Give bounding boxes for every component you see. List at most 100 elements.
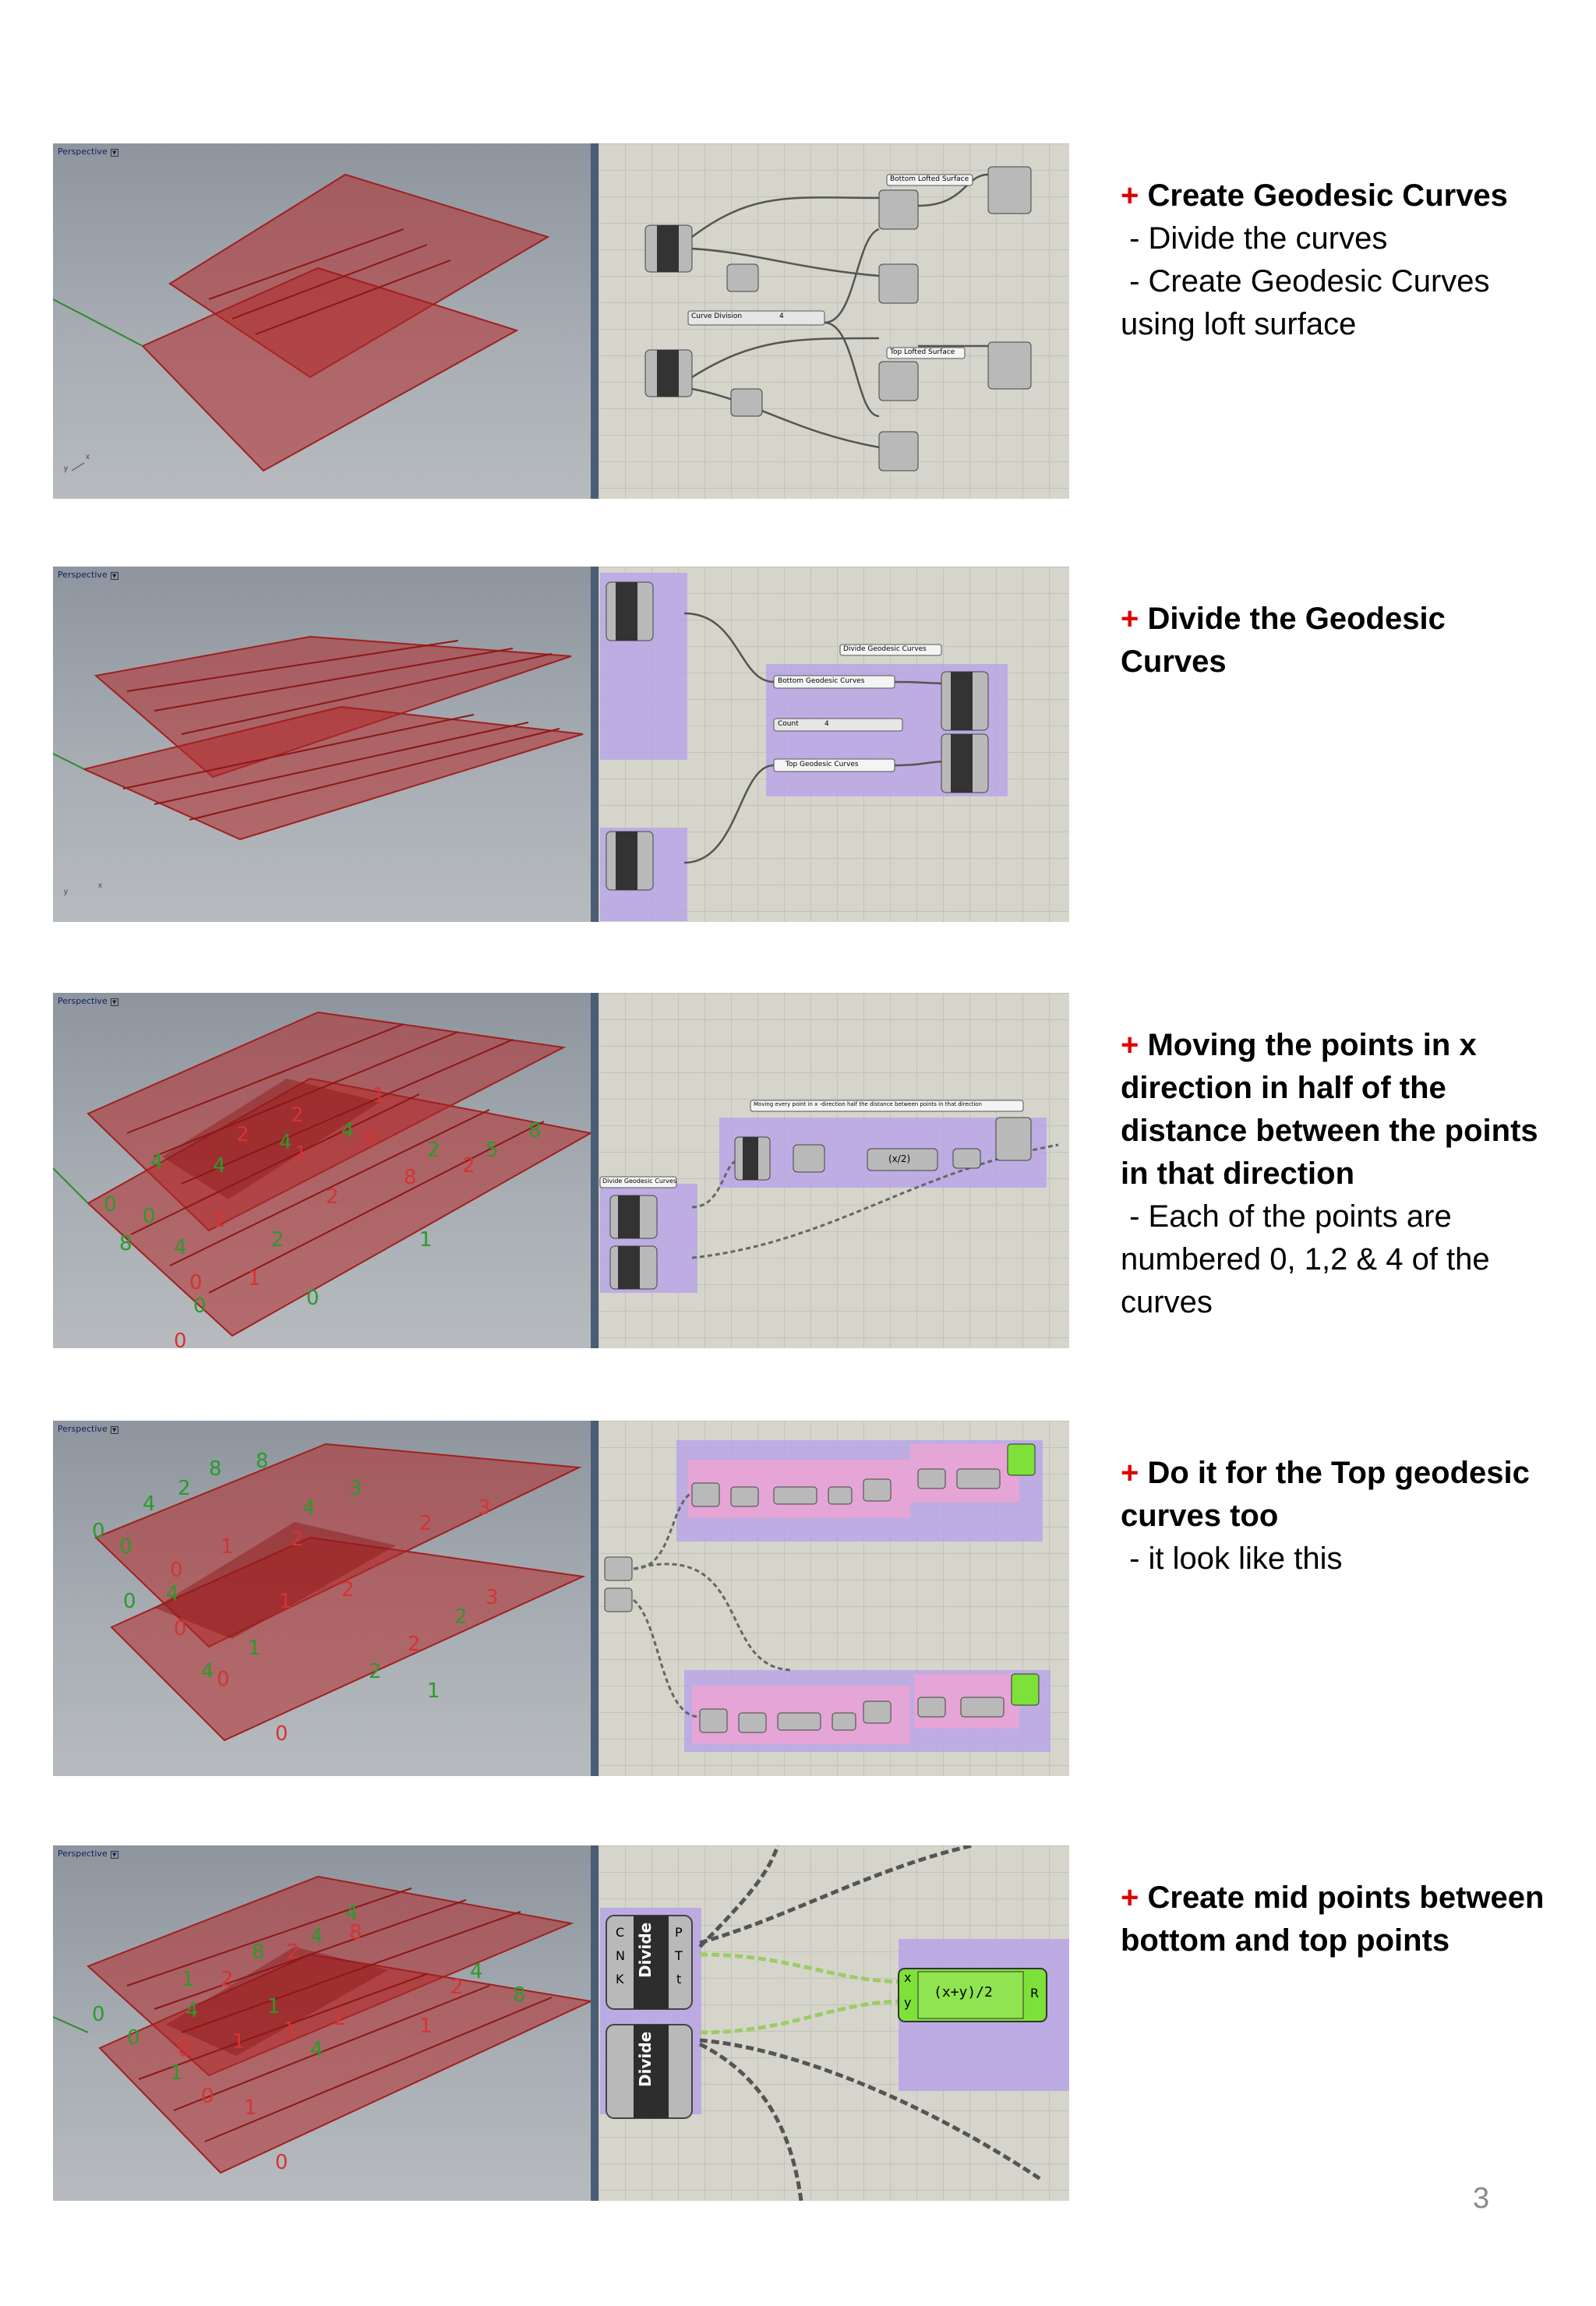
svg-text:8: 8 (365, 1127, 378, 1150)
divide-input-c[interactable]: C (616, 1925, 625, 1940)
divide-group-title[interactable]: Divide Geodesic Curves (602, 1178, 676, 1185)
svg-text:0: 0 (217, 1668, 230, 1691)
grasshopper-canvas[interactable]: Divide Divide C N K P T t x y (x+y)/2 R (598, 1845, 1069, 2201)
node-graph (600, 1845, 1069, 2201)
divide-output-p[interactable]: P (675, 1925, 683, 1940)
svg-text:2: 2 (178, 1477, 191, 1500)
node-graph (599, 1100, 1059, 1293)
svg-text:0: 0 (306, 1287, 320, 1310)
svg-text:4: 4 (310, 2038, 323, 2061)
svg-text:1: 1 (248, 1637, 261, 1660)
svg-text:0: 0 (189, 1271, 203, 1294)
svg-text:2: 2 (221, 1968, 234, 1991)
grasshopper-canvas[interactable]: Bottom Lofted Surface Top Lofted Surface… (598, 143, 1069, 499)
count-slider-label[interactable]: Count (778, 720, 799, 728)
svg-text:2: 2 (454, 1605, 468, 1629)
expression-output-r[interactable]: R (1030, 1986, 1040, 2001)
svg-text:0: 0 (92, 2003, 105, 2026)
svg-text:2: 2 (419, 1512, 433, 1535)
viewport-label[interactable]: Perspective▼ (58, 1849, 118, 1859)
svg-text:0: 0 (178, 2038, 191, 2061)
bottom-lofted-surface-label[interactable]: Bottom Lofted Surface (890, 175, 969, 183)
divide-input-k[interactable]: K (616, 1972, 624, 1986)
top-lofted-surface-label[interactable]: Top Lofted Surface (890, 348, 955, 356)
divide-node-bottom-label[interactable]: Divide (636, 2031, 655, 2087)
svg-text:5: 5 (486, 1139, 499, 1162)
step-2: y x Perspective▼ (0, 567, 1596, 925)
panel-divider[interactable] (591, 567, 598, 922)
svg-text:2: 2 (271, 1228, 284, 1252)
expression-node[interactable]: (x+y)/2 (934, 1984, 993, 2001)
move-group-title[interactable]: Moving every point in x -direction half … (754, 1101, 982, 1107)
panel-divider[interactable] (591, 143, 598, 499)
svg-text:0: 0 (170, 1559, 183, 1582)
grasshopper-canvas[interactable] (598, 1421, 1069, 1776)
svg-text:4: 4 (310, 1925, 323, 1948)
svg-text:2: 2 (287, 1941, 300, 1964)
svg-text:0: 0 (127, 2026, 140, 2050)
svg-text:2: 2 (450, 1976, 464, 1999)
step-line: - Divide the curves (1121, 221, 1388, 256)
svg-text:1: 1 (373, 1084, 386, 1107)
count-slider-value[interactable]: 4 (824, 720, 829, 728)
panel-divider[interactable] (591, 1421, 598, 1776)
svg-text:3: 3 (486, 1586, 499, 1609)
plus-marker: + (1121, 178, 1148, 213)
svg-text:8: 8 (349, 1921, 362, 1944)
svg-text:8: 8 (252, 1941, 265, 1964)
svg-text:4: 4 (302, 1496, 316, 1520)
node-graph (604, 1440, 1050, 1752)
viewport-label[interactable]: Perspective▼ (58, 996, 118, 1006)
svg-text:1: 1 (213, 1209, 226, 1232)
divide-output-t[interactable]: T (675, 1948, 683, 1963)
curve-division-slider-value[interactable]: 4 (779, 313, 784, 320)
expression-node[interactable]: (x/2) (888, 1153, 911, 1164)
step-description: + Do it for the Top geodesic curves too … (1121, 1452, 1557, 1580)
page-number: 3 (1473, 2182, 1490, 2215)
top-geodesic-panel[interactable]: Top Geodesic Curves (786, 761, 859, 768)
viewport-label[interactable]: Perspective▼ (58, 1424, 118, 1434)
svg-text:8: 8 (528, 1119, 542, 1142)
svg-text:4: 4 (345, 1902, 358, 1925)
rhino-viewport[interactable]: y x Perspective▼ (53, 567, 591, 922)
expression-input-y[interactable]: y (904, 1995, 912, 2010)
divide-group-title[interactable]: Divide Geodesic Curves (843, 645, 927, 653)
divide-input-n[interactable]: N (616, 1948, 625, 1963)
plus-marker: + (1121, 1456, 1148, 1490)
item-node-top (644, 224, 693, 273)
viewport-label[interactable]: Perspective▼ (58, 147, 118, 157)
panel-divider[interactable] (591, 1845, 598, 2201)
svg-text:8: 8 (209, 1457, 222, 1481)
svg-text:4: 4 (213, 1154, 226, 1178)
viewport-label[interactable]: Perspective▼ (58, 570, 118, 580)
svg-text:4: 4 (341, 1119, 355, 1142)
grasshopper-canvas[interactable]: Divide Geodesic Curves Bottom Geodesic C… (598, 567, 1069, 922)
panel-divider[interactable] (591, 993, 598, 1348)
svg-text:8: 8 (513, 1983, 526, 2007)
step-heading: Create mid points between bottom and top… (1121, 1880, 1545, 1958)
divide-node-top-label[interactable]: Divide (636, 1922, 655, 1978)
curve-division-slider-label[interactable]: Curve Division (691, 313, 743, 320)
svg-text:0: 0 (119, 1535, 132, 1559)
svg-text:4: 4 (174, 1236, 187, 1259)
svg-text:2: 2 (462, 1154, 475, 1178)
svg-text:1: 1 (182, 1968, 195, 1991)
step-description: + Create Geodesic Curves - Divide the cu… (1121, 175, 1557, 346)
bottom-geodesic-panel[interactable]: Bottom Geodesic Curves (778, 677, 865, 685)
rhino-viewport[interactable]: y x Perspective▼ (53, 143, 591, 499)
svg-text:1: 1 (283, 2018, 296, 2042)
divide-output-t-param[interactable]: t (676, 1972, 682, 1986)
grasshopper-canvas[interactable]: Moving every point in x -direction half … (598, 993, 1069, 1348)
node-graph (644, 166, 1032, 471)
plus-marker: + (1121, 1028, 1148, 1062)
step-heading: Divide the Geodesic Curves (1121, 602, 1446, 679)
expression-input-x[interactable]: x (904, 1970, 912, 1985)
svg-text:4: 4 (166, 1582, 179, 1605)
step-heading: Do it for the Top geodesic curves too (1121, 1456, 1530, 1533)
